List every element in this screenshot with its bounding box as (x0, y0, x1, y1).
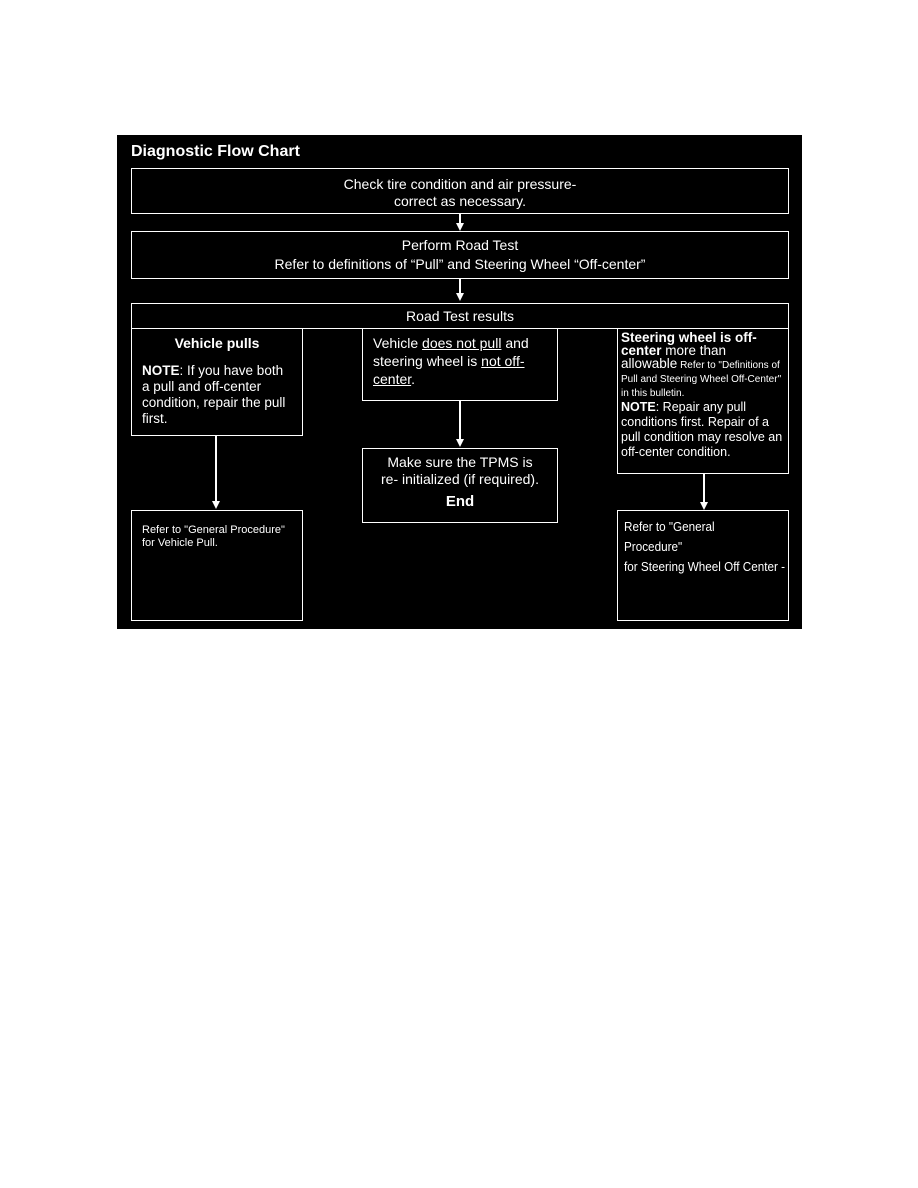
tpms-box: Make sure the TPMS is re- initialized (i… (362, 448, 558, 523)
steering-off-center-note-label: NOTE (621, 400, 656, 414)
steering-off-center-note-text: : Repair any pull conditions first. Repa… (621, 400, 783, 459)
chart-title: Diagnostic Flow Chart (131, 143, 300, 160)
no-pull-part1: Vehicle (373, 335, 423, 351)
vehicle-pulls-heading: Vehicle pulls (174, 335, 260, 351)
vehicle-pulls-box: Vehicle pulls NOTE: If you have both a p… (131, 328, 303, 436)
steering-off-center-note: NOTE: Repair any pull conditions first. … (621, 400, 786, 460)
left-procedure-box: Refer to "General Procedure" for Vehicle… (131, 510, 303, 621)
steering-off-center-allowable: allowable (621, 356, 678, 371)
left-procedure-line2: for Vehicle Pull. (142, 537, 218, 549)
steering-off-center-text1: more than (661, 343, 727, 358)
step-road-test-line1: Perform Road Test (401, 237, 519, 253)
diagnostic-flow-chart: Diagnostic Flow Chart Check tire conditi… (117, 135, 802, 629)
arrow-middle-line (459, 401, 461, 440)
tpms-line2: re- initialized (if required). (381, 471, 539, 487)
vehicle-pulls-note: NOTE: If you have both a pull and off-ce… (142, 363, 292, 427)
arrow-2-line (459, 279, 461, 293)
right-procedure-box: Refer to "General Procedure" for Steerin… (617, 510, 789, 621)
arrow-1-line (459, 214, 461, 224)
arrow-right-line (703, 474, 705, 502)
step-check-tire-line2: correct as necessary. (393, 193, 526, 209)
right-procedure-line2: for Steering Wheel Off Center - (624, 559, 786, 574)
arrow-left-line (215, 436, 217, 501)
road-test-results-label: Road Test results (406, 308, 514, 324)
arrow-1-head (456, 223, 464, 231)
arrow-2-head (456, 293, 464, 301)
no-pull-u2: not off-center (373, 353, 525, 387)
vehicle-no-pull-box: Vehicle does not pull and steering wheel… (362, 328, 558, 401)
arrow-middle-head (456, 439, 464, 447)
step-road-test: Perform Road Test Refer to definitions o… (131, 231, 789, 279)
tpms-end: End (445, 493, 475, 510)
steering-off-center-box: Steering wheel is off-center more than a… (617, 328, 789, 474)
steering-off-center-small: Refer to "Definitions of Pull and Steeri… (621, 360, 782, 399)
step-road-test-line2: Refer to definitions of “Pull” and Steer… (274, 256, 646, 272)
arrow-left-head (212, 501, 220, 509)
vehicle-pulls-note-label: NOTE (142, 363, 180, 378)
road-test-results: Road Test results (131, 303, 789, 329)
left-procedure-line1: Refer to "General Procedure" (142, 524, 285, 536)
tpms-line1: Make sure the TPMS is (387, 454, 533, 470)
no-pull-part3: . (411, 371, 416, 387)
steering-off-center-desc: Steering wheel is off-center more than a… (621, 331, 786, 399)
no-pull-u1: does not pull (422, 335, 502, 351)
steering-off-center-heading: Steering wheel is off-center (621, 330, 757, 358)
right-procedure-line1: Refer to "General Procedure" (624, 519, 715, 554)
arrow-right-head (700, 502, 708, 510)
vehicle-pulls-note-text: : If you have both a pull and off-center… (142, 363, 286, 426)
no-pull-part2: and steering wheel is (373, 335, 529, 369)
step-check-tire-line1: Check tire condition and air pressure- (343, 176, 577, 192)
step-check-tire: Check tire condition and air pressure- c… (131, 168, 789, 214)
